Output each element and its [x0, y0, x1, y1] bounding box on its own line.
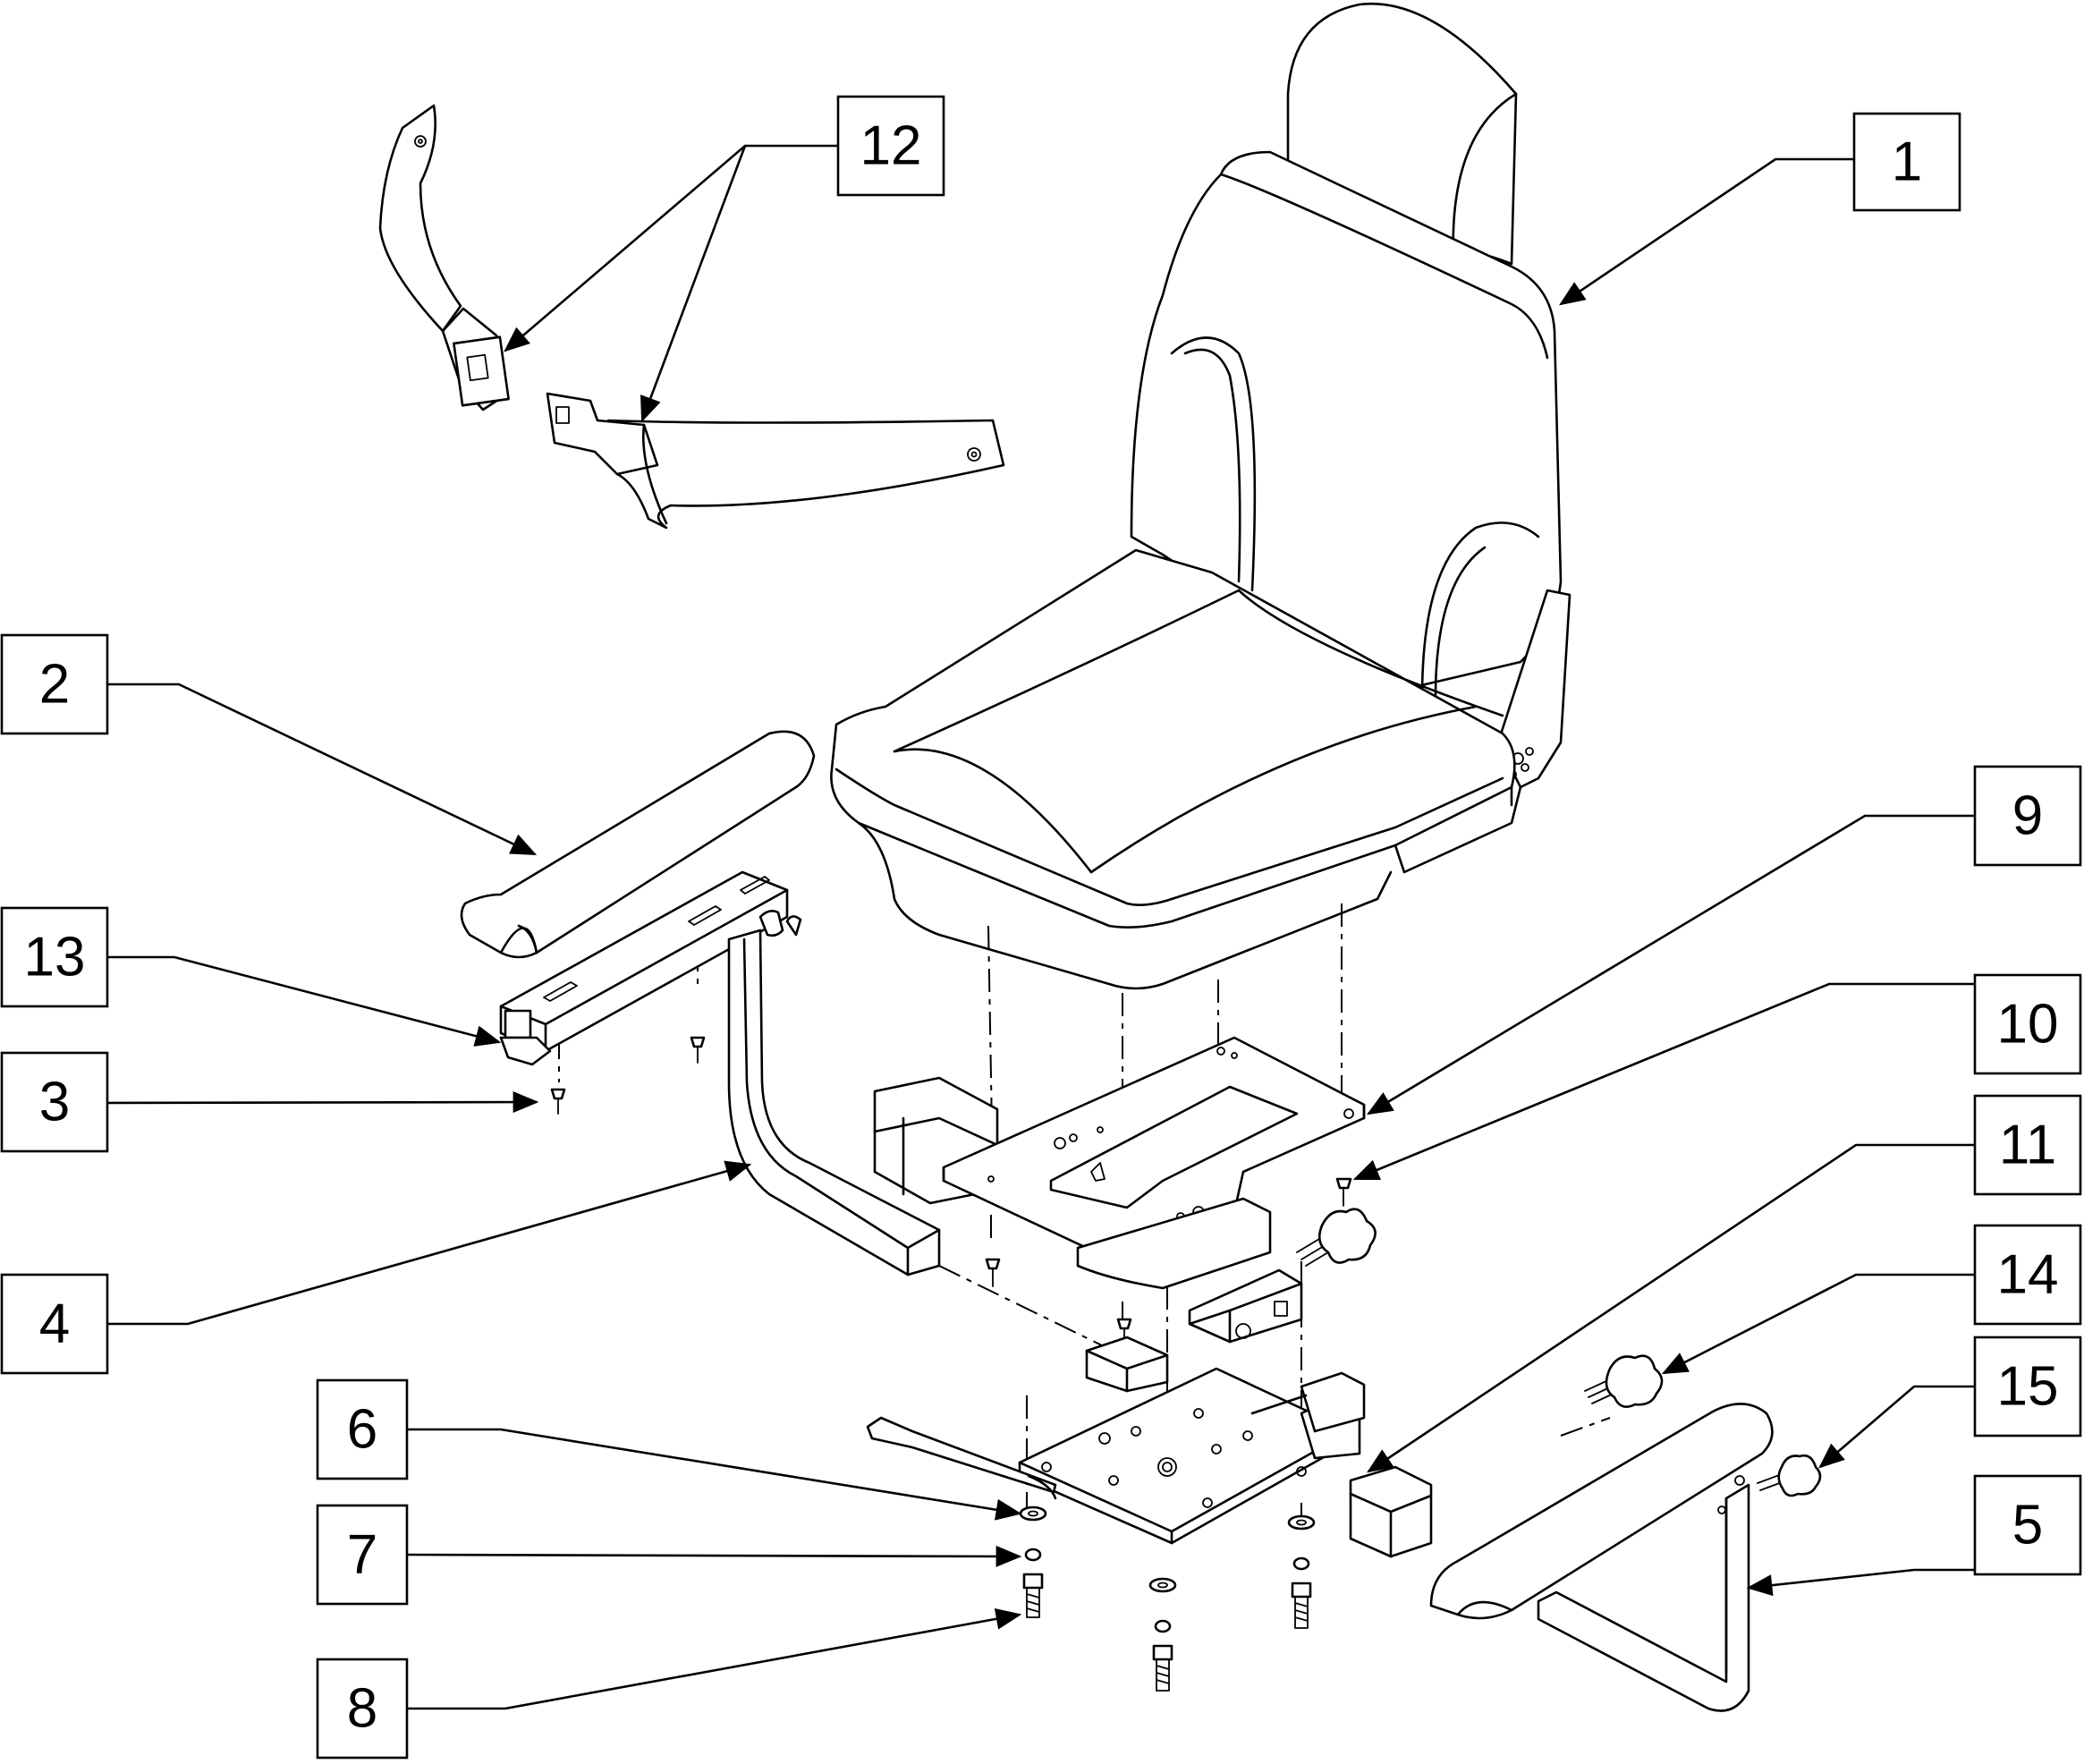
leader-lines [106, 144, 1975, 1710]
callout-label: 4 [39, 1293, 70, 1355]
callout-10: 10 [1973, 973, 2082, 1075]
callout-12: 12 [836, 95, 945, 197]
callout-label: 2 [39, 654, 70, 716]
fasteners-parts-6-7-8 [1019, 1505, 1316, 1692]
callout-15: 15 [1973, 1336, 2082, 1437]
screws-part-3 [550, 1036, 706, 1115]
callout-4: 4 [0, 1273, 109, 1375]
right-armrest-part-5 [1429, 1403, 1774, 1712]
callout-label: 1 [1892, 131, 1922, 193]
callout-2: 2 [0, 633, 109, 735]
knob-part-15 [1757, 1454, 1822, 1497]
callout-label: 13 [24, 927, 86, 988]
callout-label: 11 [1999, 1115, 2056, 1176]
callout-label: 14 [1997, 1244, 2059, 1306]
callout-label: 10 [1997, 994, 2059, 1056]
mounting-plate-part-9 [873, 1036, 1366, 1344]
seat-assembly-part-1 [830, 2, 1571, 990]
callout-8: 8 [316, 1658, 409, 1760]
callout-label: 9 [2012, 785, 2043, 847]
callout-label: 3 [39, 1072, 70, 1133]
left-armrest-part-2 [460, 730, 816, 959]
callout-14: 14 [1973, 1224, 2082, 1326]
seat-slide-base [866, 1336, 1433, 1558]
knob-part-11 [1296, 1208, 1377, 1267]
callout-label: 7 [347, 1524, 377, 1586]
callout-1: 1 [1852, 112, 1961, 212]
callout-label: 6 [347, 1399, 377, 1461]
callout-label: 12 [860, 115, 922, 177]
callout-5: 5 [1973, 1474, 2082, 1576]
callout-6: 6 [316, 1378, 409, 1480]
callout-13: 13 [0, 906, 109, 1008]
left-arm-bracket-part-13 [499, 870, 802, 1066]
knob-part-14 [1584, 1354, 1664, 1408]
callout-label: 8 [347, 1678, 377, 1740]
callout-11: 11 [1973, 1094, 2082, 1196]
callout-7: 7 [316, 1504, 409, 1606]
callout-3: 3 [0, 1051, 109, 1153]
callout-label: 15 [1997, 1356, 2059, 1418]
seat-belt-part-12 [378, 104, 1005, 530]
left-arm-tube-part-4 [727, 929, 941, 1276]
callout-9: 9 [1973, 765, 2082, 867]
callout-label: 5 [2012, 1495, 2043, 1556]
